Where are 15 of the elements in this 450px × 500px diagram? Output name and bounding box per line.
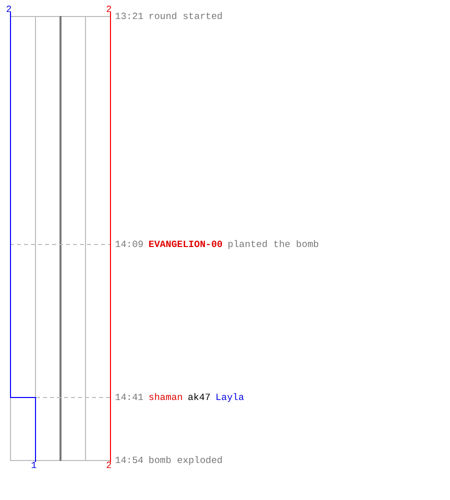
event-text: round started [148,11,223,22]
player-count: 2 [6,4,12,15]
event-text: planted the bomb [228,239,319,250]
event-text: shaman [148,392,183,403]
event-text: Layla [216,392,244,403]
player-count: 1 [31,460,37,471]
event-text: EVANGELION-00 [148,239,223,250]
event-text: bomb exploded [148,455,223,466]
event-text: 14:41 [115,392,144,403]
event-text: 14:09 [115,239,144,250]
event-text: 14:54 [115,455,144,466]
event-text: ak47 [188,392,211,403]
event-text: 13:21 [115,11,144,22]
player-count: 2 [106,460,112,471]
player-count: 2 [106,4,112,15]
